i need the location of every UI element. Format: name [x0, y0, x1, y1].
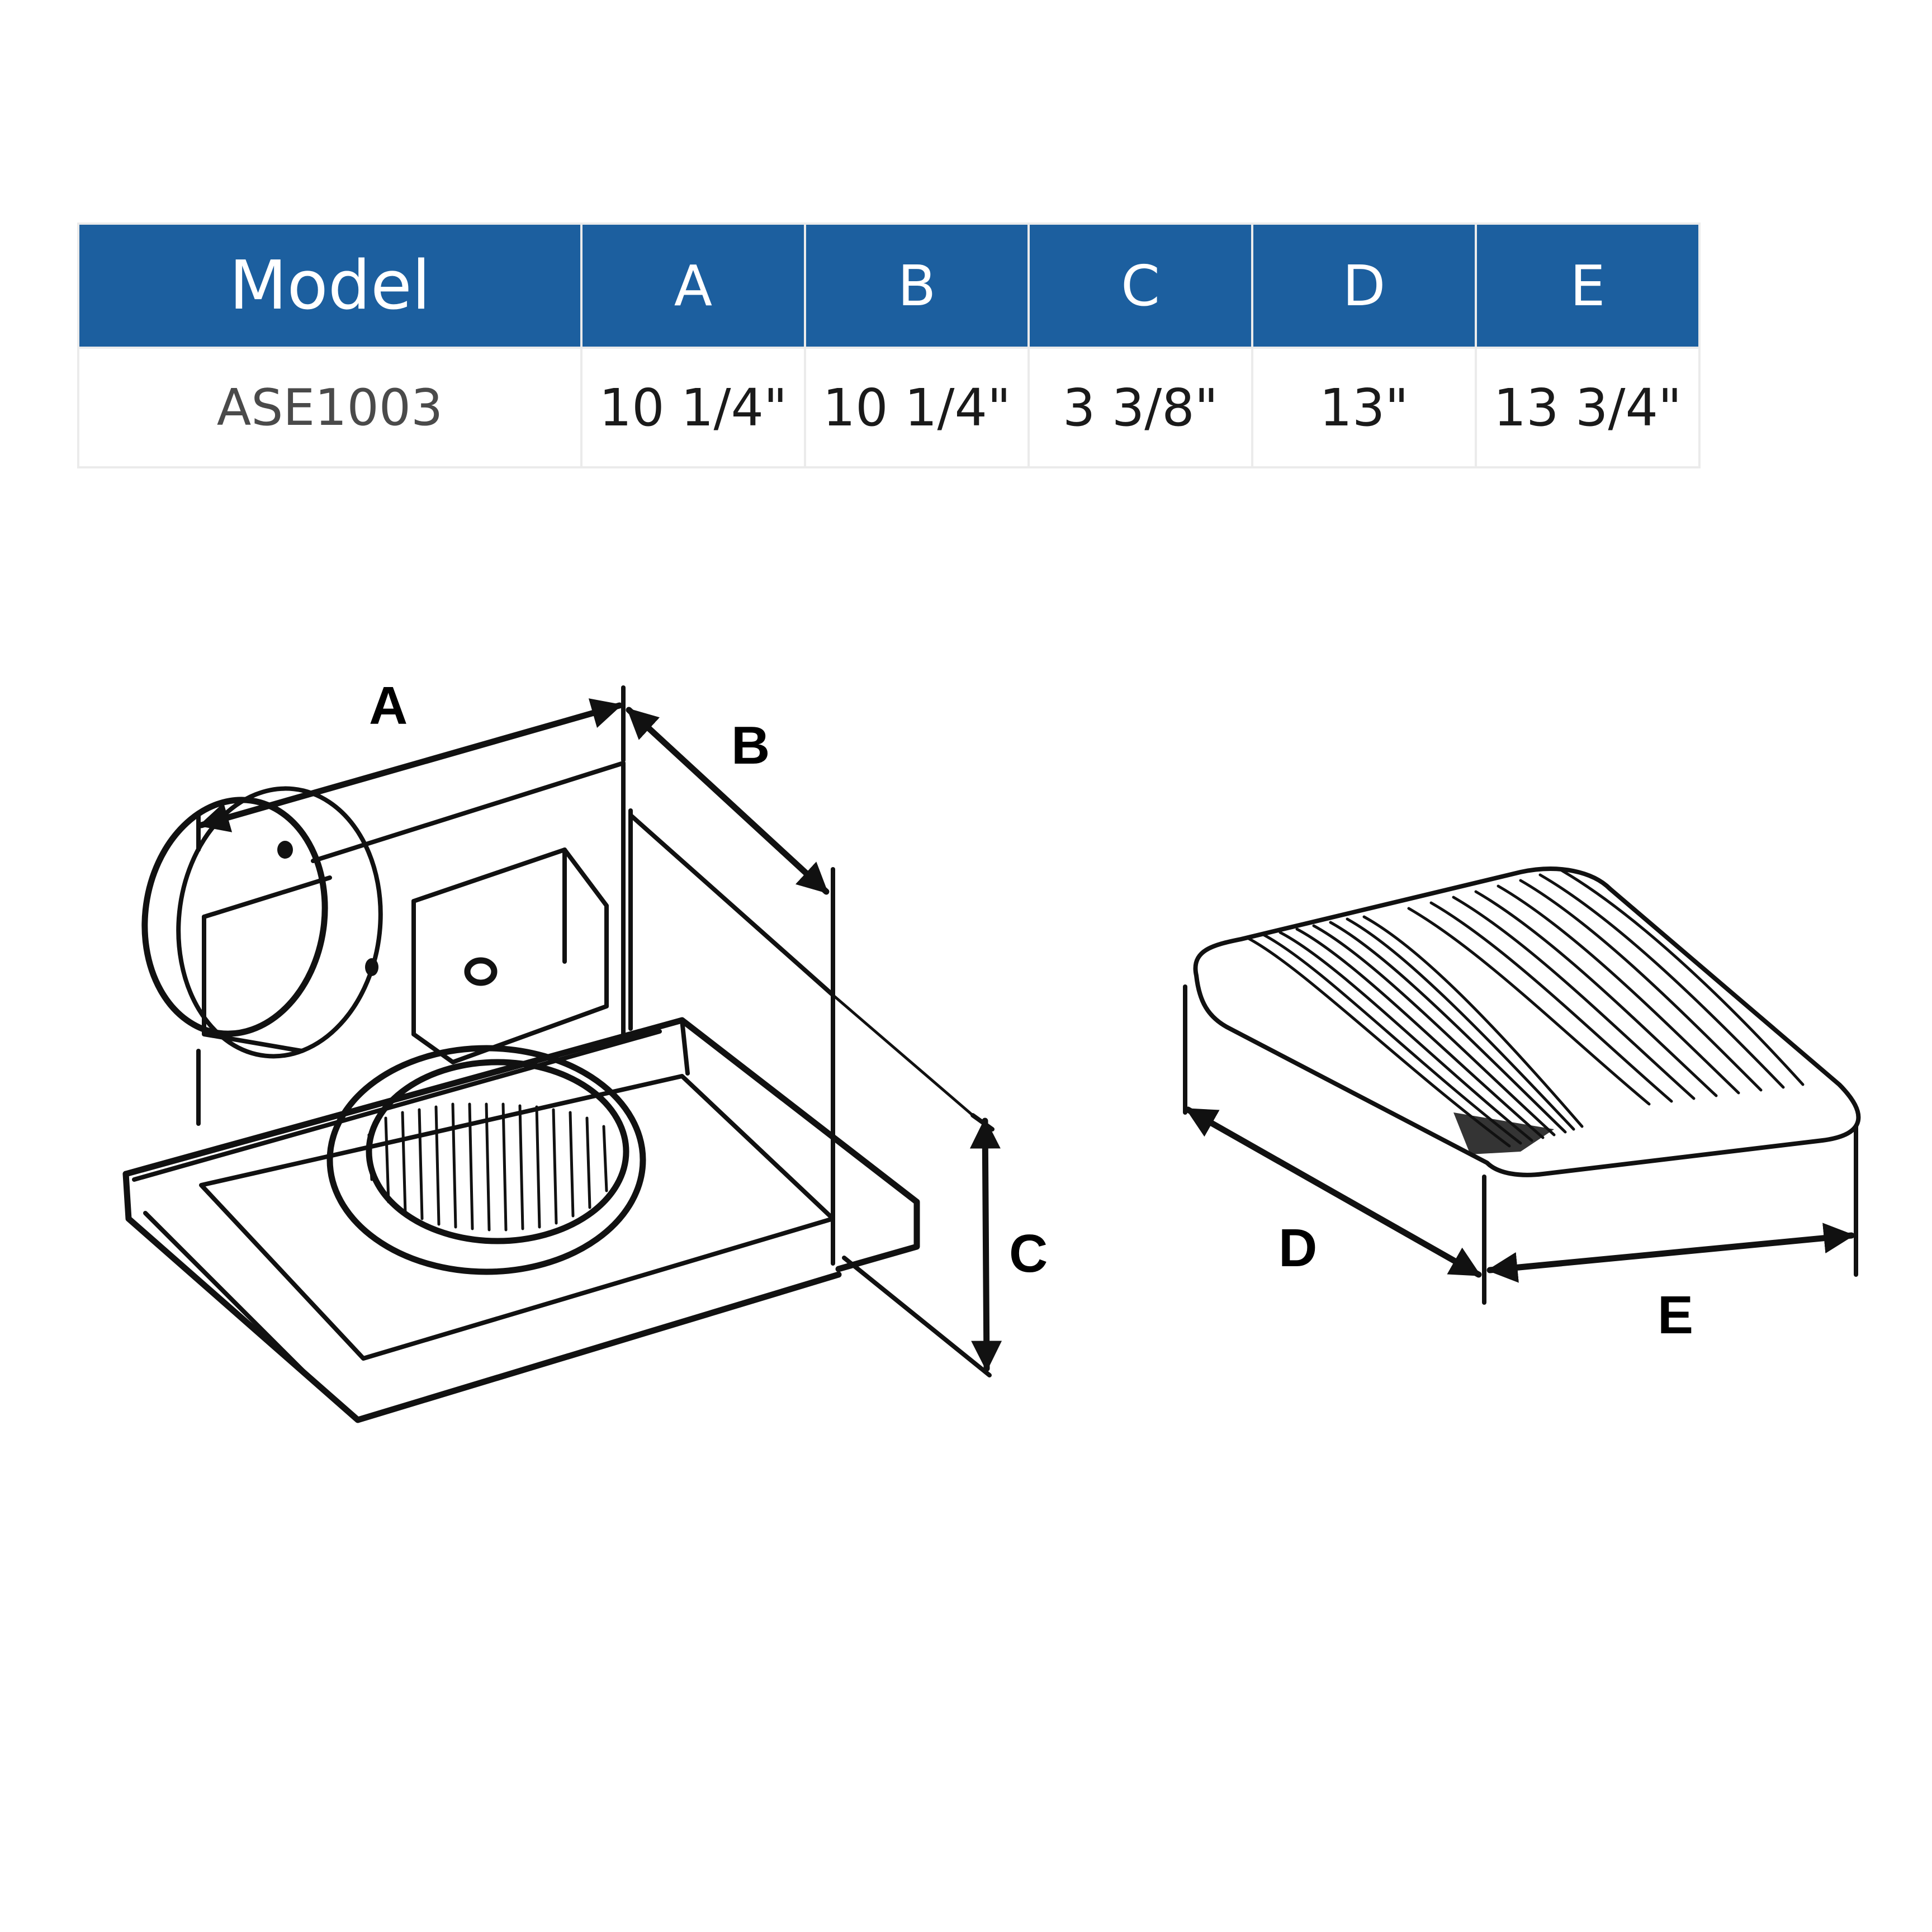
dimension-b: B: [626, 707, 835, 1266]
dimension-a: A: [196, 676, 626, 852]
dimension-spec-table: Model A B C D E ASE1003 10 1/4" 10 1/4" …: [77, 222, 1701, 468]
dimension-c: C: [842, 1113, 1048, 1377]
table-row: ASE1003 10 1/4" 10 1/4" 3 3/8" 13" 13 3/…: [79, 349, 1698, 466]
cell-c: 3 3/8": [1030, 349, 1251, 466]
cell-b: 10 1/4": [806, 349, 1027, 466]
label-a: A: [369, 676, 408, 736]
header-a: A: [583, 225, 804, 347]
fan-housing-illustration: [122, 761, 974, 1423]
grille-louvers-left: [1246, 915, 1584, 1148]
header-b: B: [806, 225, 1027, 347]
cell-a: 10 1/4": [583, 349, 804, 466]
label-c: C: [1009, 1224, 1048, 1284]
grille-illustration: [1193, 866, 1861, 1177]
dimension-e: E: [1486, 1124, 1858, 1345]
header-c: C: [1030, 225, 1251, 347]
label-e: E: [1658, 1285, 1693, 1345]
label-b: B: [731, 716, 770, 775]
blower-fins: [367, 1102, 608, 1232]
cell-e: 13 3/4": [1477, 349, 1698, 466]
cell-model: ASE1003: [79, 349, 580, 466]
header-d: D: [1253, 225, 1475, 347]
dimension-d: D: [1183, 984, 1486, 1305]
label-d: D: [1278, 1218, 1317, 1278]
grille-louvers-right: [1407, 868, 1805, 1106]
header-e: E: [1477, 225, 1698, 347]
table-header-row: Model A B C D E: [79, 225, 1698, 347]
cell-d: 13": [1253, 349, 1475, 466]
header-model: Model: [79, 225, 580, 347]
